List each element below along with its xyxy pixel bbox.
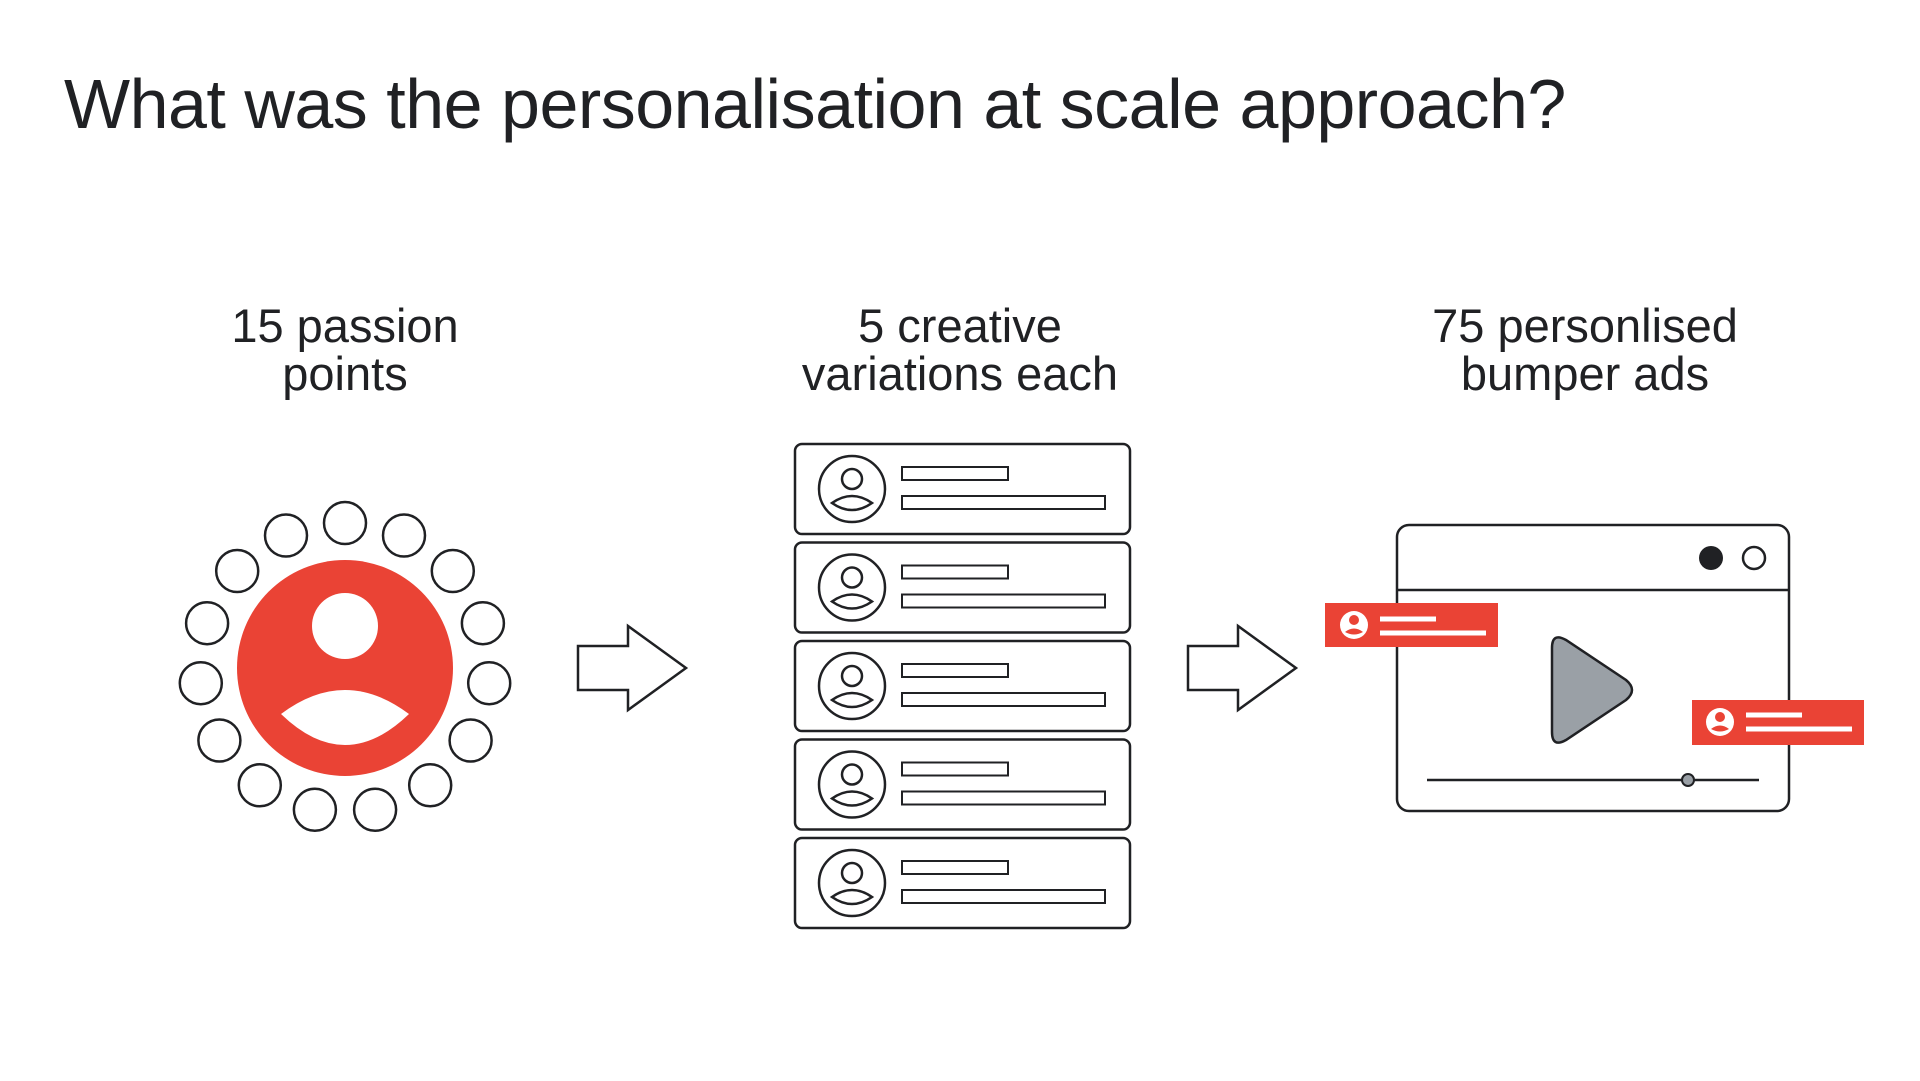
right-arrow-icon-2 <box>1186 623 1299 713</box>
profile-avatar-icon <box>817 454 887 524</box>
step-3-label-line1: 75 personlised <box>1432 299 1738 352</box>
right-arrow-icon-1 <box>576 623 689 713</box>
variation-card-frame <box>793 836 1132 930</box>
variation-card-frame <box>793 639 1132 733</box>
profile-avatar-icon <box>817 651 887 721</box>
profile-avatar-head <box>840 861 864 885</box>
player-window-frame <box>1395 523 1791 813</box>
variation-card <box>793 541 1132 634</box>
variation-card <box>793 442 1132 536</box>
card-text-line-long <box>901 593 1106 609</box>
card-text-line-short <box>901 860 1009 875</box>
variation-card <box>793 836 1132 930</box>
person-head-icon <box>312 593 378 659</box>
step-1-label-line1: 15 passion <box>231 299 459 352</box>
passion-point-circle <box>352 787 398 833</box>
ad-banner-left <box>1325 603 1498 647</box>
creative-variations-stack <box>793 442 1132 930</box>
passion-point-circle <box>430 548 476 594</box>
step-1-label: 15 passion points <box>195 302 495 398</box>
window-dot-filled-icon <box>1699 546 1723 570</box>
variation-card-frame <box>793 541 1132 634</box>
passion-point-circle <box>407 763 453 808</box>
variation-card <box>793 639 1132 733</box>
card-text-line-short <box>901 761 1009 777</box>
profile-avatar-body <box>829 593 875 610</box>
variation-card <box>793 738 1132 831</box>
bumper-ad-player-icon <box>1325 523 1864 813</box>
person-body-icon <box>281 690 409 745</box>
profile-avatar-body <box>829 691 875 709</box>
play-icon <box>1550 636 1634 744</box>
passion-point-circle <box>322 500 368 546</box>
profile-avatar-head <box>840 467 864 491</box>
card-text-line-long <box>901 495 1106 510</box>
card-text-line-short <box>901 564 1009 580</box>
profile-avatar-head <box>840 566 864 589</box>
card-text-line-short <box>901 663 1009 678</box>
passion-point-circle <box>381 513 427 558</box>
ad-banner-right-avatar-body <box>1711 725 1729 732</box>
step-2-label-line1: 5 creative <box>858 299 1062 352</box>
ad-banner-left-avatar-head <box>1349 615 1359 625</box>
card-text-line-long <box>901 790 1106 806</box>
passion-point-circle <box>237 763 283 808</box>
passion-points-icon <box>178 500 512 833</box>
passion-point-circle <box>460 600 506 646</box>
passion-point-circle <box>292 787 338 833</box>
slide-title: What was the personalisation at scale ap… <box>64 65 1566 143</box>
ad-banner-right-avatar-head <box>1715 712 1725 722</box>
passion-point-circle <box>448 718 493 763</box>
variation-card-frame <box>793 738 1132 831</box>
profile-avatar-head <box>840 664 864 688</box>
card-text-line-long <box>901 692 1106 707</box>
card-text-line-long <box>901 889 1106 904</box>
step-1-label-line2: points <box>282 347 408 400</box>
profile-avatar-body <box>829 888 875 906</box>
passion-point-circle <box>466 660 512 706</box>
profile-avatar-icon <box>817 553 887 622</box>
passion-point-circle <box>214 548 260 594</box>
variation-card-frame <box>793 442 1132 536</box>
profile-avatar-body <box>829 494 875 512</box>
step-2-label-line2: variations each <box>801 347 1119 400</box>
card-text-line-short <box>901 466 1009 481</box>
window-dot-outline-icon <box>1741 545 1767 571</box>
passion-point-circle <box>197 718 242 763</box>
step-2-label: 5 creative variations each <box>760 302 1160 398</box>
profile-avatar-head <box>840 763 864 786</box>
passion-point-circles <box>178 500 512 833</box>
profile-avatar-body <box>829 790 875 807</box>
ad-banner-right <box>1692 700 1864 745</box>
passion-point-circle <box>184 600 230 646</box>
profile-avatar-icon <box>817 848 887 918</box>
passion-point-circle <box>178 660 224 706</box>
step-3-label-line2: bumper ads <box>1460 347 1710 400</box>
ad-banner-left-avatar-body <box>1345 628 1363 635</box>
progress-handle <box>1681 773 1695 787</box>
profile-avatar-icon <box>817 750 887 819</box>
passion-point-circle <box>263 513 309 558</box>
step-3-label: 75 personlised bumper ads <box>1385 302 1785 398</box>
